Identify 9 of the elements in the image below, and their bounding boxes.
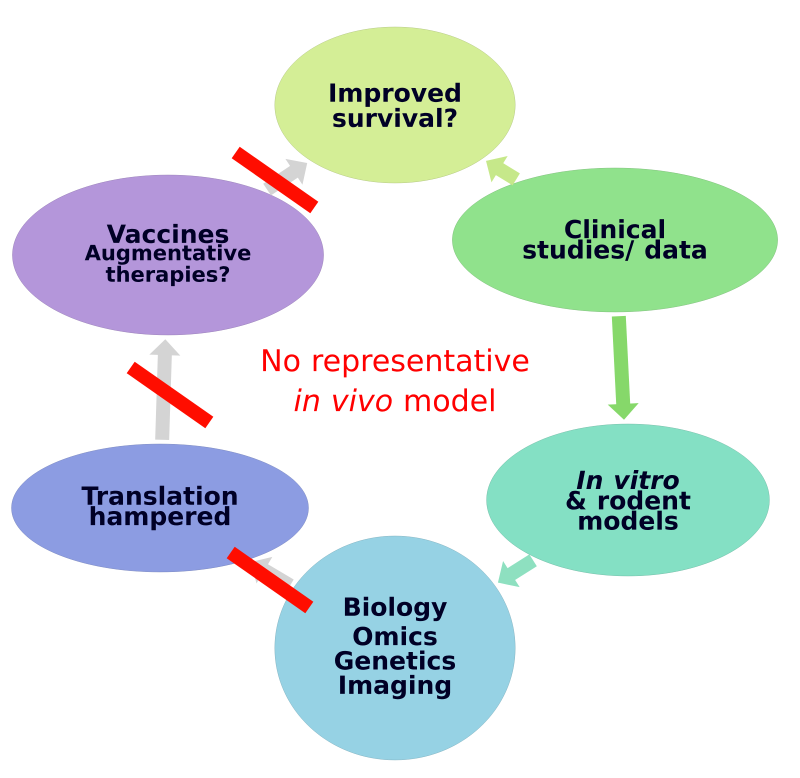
ellipse-node: Clinical studies/ data (452, 168, 778, 312)
ellipse-node: Vaccines Augmentative therapies? (12, 174, 324, 336)
ellipse-node: Improved survival? (274, 26, 516, 184)
ellipse-node: In vitro & rodent models (486, 424, 770, 576)
center-note: No representative in vivo model (263, 348, 528, 412)
crossed-out-arrow (232, 146, 318, 214)
crossed-out-arrow (226, 546, 314, 614)
circle-node: Biology Omics Genetics Imaging (274, 536, 516, 760)
ellipse-node: Translation hampered (11, 444, 309, 572)
